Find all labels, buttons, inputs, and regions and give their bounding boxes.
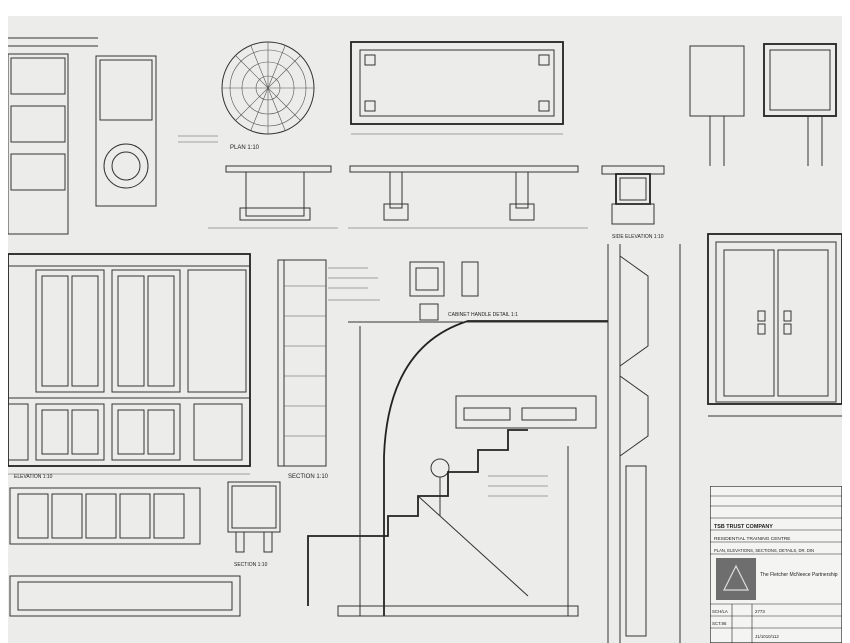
client-name: TSB TRUST COMPANY <box>714 524 773 530</box>
project-name: RESIDENTIAL TRAINING CENTRE <box>714 536 791 542</box>
wardrobe-elevation <box>8 253 251 475</box>
table-elevations <box>208 165 665 229</box>
cabinet-handle-detail: CABINET HANDLE DETAIL 1:1 <box>409 261 518 321</box>
title-block-frame: TSB TRUST COMPANY RESIDENTIAL TRAINING C… <box>709 485 842 643</box>
stair-arch-section <box>307 320 608 617</box>
firm-name: The Fletcher McNeece Partnership <box>760 572 838 578</box>
annotation-leaders <box>178 135 548 497</box>
cabinet-elevation-top-right <box>689 43 837 166</box>
round-table-plan: PLAN 1:10 <box>221 41 315 151</box>
table-plan <box>350 41 564 135</box>
job-number: 2773 <box>755 609 765 614</box>
plan-label: PLAN 1:10 <box>230 145 260 151</box>
drawn-by: SCH/LA <box>712 609 728 614</box>
side-elevation-label: SIDE ELEVATION 1:10 <box>612 234 664 240</box>
cabinet-detail-label: CABINET HANDLE DETAIL 1:1 <box>448 312 518 318</box>
section-label-b: SECTION 1:10 <box>234 562 268 568</box>
double-door-elevation: SIDE ELEVATION 1:10 <box>612 233 842 417</box>
firm-logo <box>716 558 756 600</box>
top-left-elevation <box>8 37 157 235</box>
architectural-drawing: PLAN 1:10 <box>8 37 842 643</box>
elevation-label: ELEVATION 1:10 <box>14 474 53 480</box>
drawing-sheet: PLAN 1:10 <box>8 16 842 643</box>
shelf-section: SECTION 1:10 <box>277 259 329 480</box>
drawing-title: PLAN, ELEVATIONS, SECTIONS, DETAILS, DR.… <box>714 548 814 553</box>
lower-left-elevation: ELEVATION 1:10 SECTION 1:10 <box>9 474 281 617</box>
section-label-a: SECTION 1:10 <box>288 474 329 480</box>
title-block: TSB TRUST COMPANY RESIDENTIAL TRAINING C… <box>709 485 842 643</box>
drawing-number: J1/1010/112 <box>755 634 779 639</box>
door-side-sections <box>607 244 681 643</box>
checked-by: SCT.86 <box>712 621 727 626</box>
